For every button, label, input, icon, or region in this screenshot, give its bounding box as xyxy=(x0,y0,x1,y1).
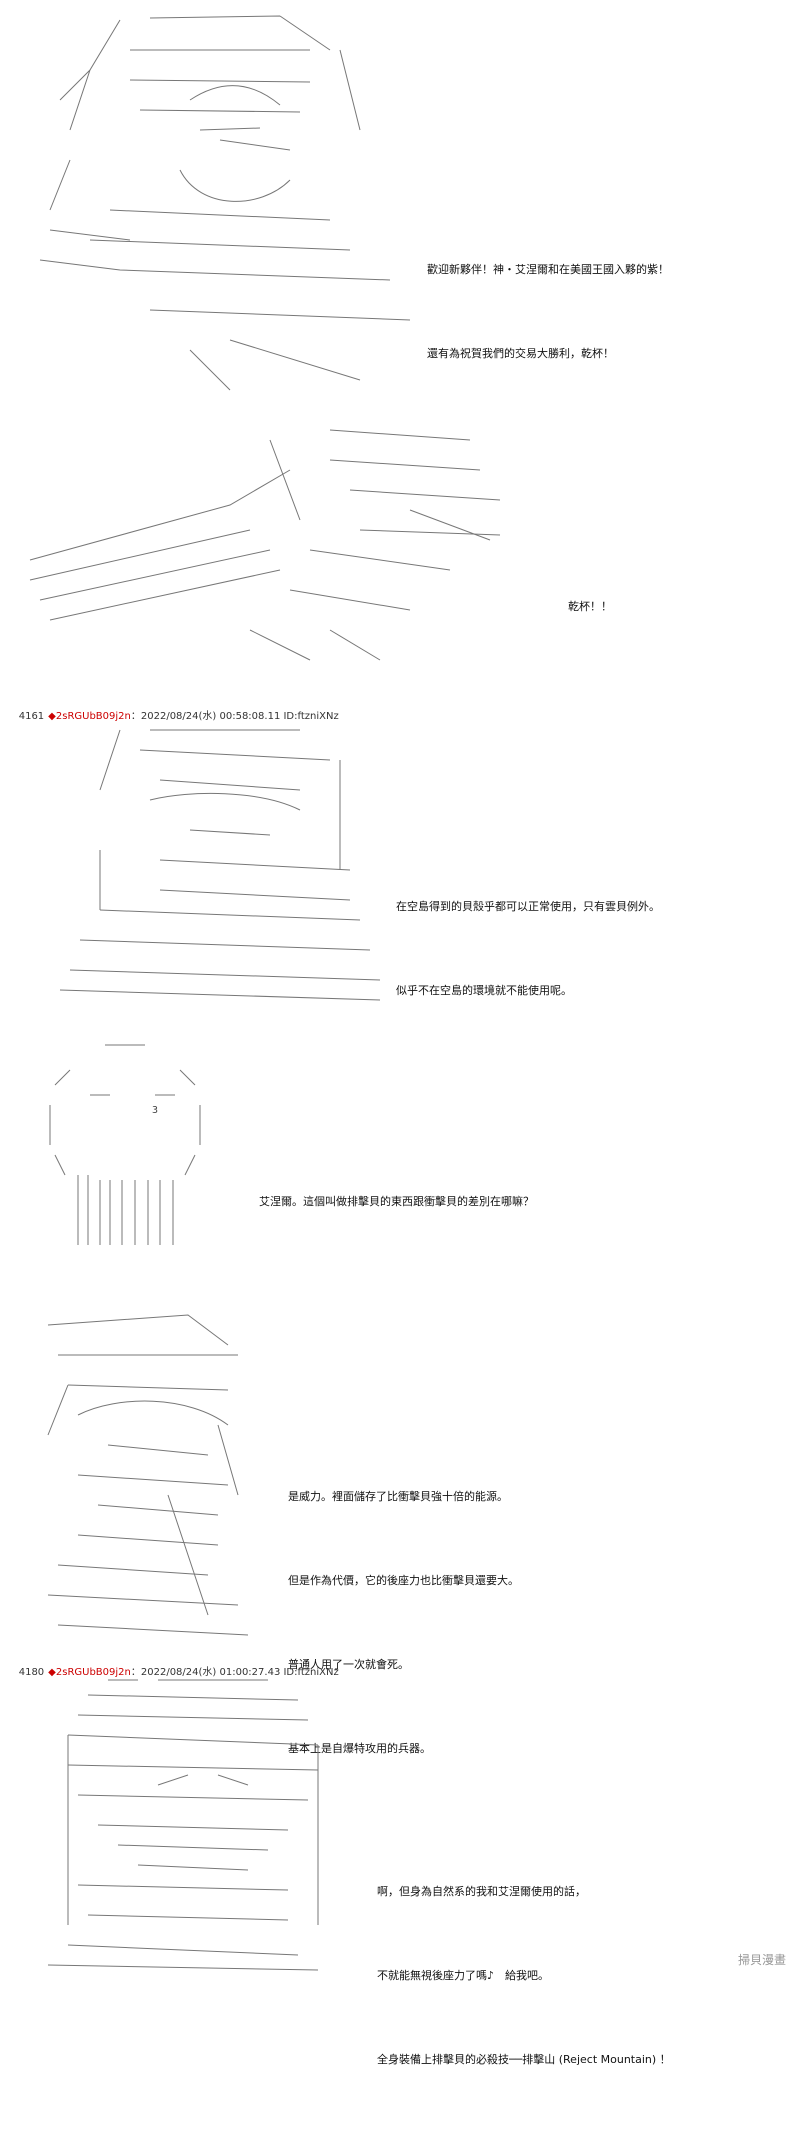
dialogue-line: 在空島得到的貝殼乎都可以正常使用，只有雲貝例外。 xyxy=(396,900,660,913)
panel-2: 乾杯！！ xyxy=(0,400,800,690)
post-number: 4161 xyxy=(18,711,45,722)
trip-mark-icon: ◆ xyxy=(48,1667,56,1678)
post-header-4161: 4161◆2sRGUbB09j2n：2022/08/24(水) 00:58:08… xyxy=(6,696,339,733)
dialogue-line: 但是作為代價，它的後座力也比衝擊貝還要大。 xyxy=(288,1574,519,1587)
post-number: 4180 xyxy=(18,1667,45,1678)
dialogue-panel-2: 乾杯！！ xyxy=(568,537,612,677)
ascii-art-character-closeup xyxy=(47,1679,319,1971)
dialogue-panel-1: 歡迎新夥伴！神・艾涅爾和在美國王國入夥的紫！ 還有為祝賀我們的交易大勝利，乾杯！ xyxy=(427,200,669,424)
dialogue-line: 不就能無視後座力了嗎♪ 給我吧。 xyxy=(377,1969,550,1982)
dialogue-line: 似乎不在空島的環境就不能使用呢。 xyxy=(396,984,572,997)
dialogue-line: 乾杯！！ xyxy=(568,600,612,613)
dialogue-line: 普通人用了一次就會死。 xyxy=(288,1658,409,1671)
poster-name[interactable]: 2sRGUbB09j2n xyxy=(55,1667,131,1678)
dialogue-line: 啊，但身為自然系的我和艾涅爾使用的話， xyxy=(377,1885,586,1898)
panel-4: 3 艾涅爾。這個叫做排擊貝的東西跟衝擊貝的差別在哪嘛？ xyxy=(0,1030,800,1255)
dialogue-line: 歡迎新夥伴！神・艾涅爾和在美國王國入夥的紫！ xyxy=(427,263,669,276)
dialogue-line: 基本上是自爆特攻用的兵器。 xyxy=(288,1742,431,1755)
panel-1: 歡迎新夥伴！神・艾涅爾和在美國王國入夥的紫！ 還有為祝賀我們的交易大勝利，乾杯！ xyxy=(0,0,800,391)
post-header-4180: 4180◆2sRGUbB09j2n：2022/08/24(水) 01:00:27… xyxy=(6,1652,339,1689)
ascii-mark: 3 xyxy=(152,1105,158,1116)
manga-page: 歡迎新夥伴！神・艾涅爾和在美國王國入夥的紫！ 還有為祝賀我們的交易大勝利，乾杯！… xyxy=(0,0,800,2066)
post-meta: ：2022/08/24(水) 00:58:08.11 ID:ftzniXNz xyxy=(130,711,339,722)
ascii-art-simple-face: 3 xyxy=(49,1044,201,1245)
dialogue-panel-5: 是威力。裡面儲存了比衝擊貝強十倍的能源。 但是作為代價，它的後座力也比衝擊貝還要… xyxy=(288,1427,519,1819)
poster-name[interactable]: 2sRGUbB09j2n xyxy=(55,711,131,722)
panel-3: 在空島得到的貝殼乎都可以正常使用，只有雲貝例外。 似乎不在空島的環境就不能使用呢… xyxy=(0,715,800,1015)
panel-5: 是威力。裡面儲存了比衝擊貝強十倍的能源。 但是作為代價，它的後座力也比衝擊貝還要… xyxy=(0,1285,800,1755)
post-meta: ：2022/08/24(水) 01:00:27.43 ID:ftzniXNz xyxy=(130,1667,339,1678)
trip-mark-icon: ◆ xyxy=(48,711,56,722)
ascii-art-toast-scene xyxy=(29,429,501,661)
dialogue-panel-3: 在空島得到的貝殼乎都可以正常使用，只有雲貝例外。 似乎不在空島的環境就不能使用呢… xyxy=(396,837,660,1061)
panel-6: 啊，但身為自然系的我和艾涅爾使用的話， 不就能無視後座力了嗎♪ 給我吧。 全身裝… xyxy=(0,1670,800,2066)
dialogue-panel-6: 啊，但身為自然系的我和艾涅爾使用的話， 不就能無視後座力了嗎♪ 給我吧。 全身裝… xyxy=(377,1822,671,2130)
dialogue-line: 全身裝備上排擊貝的必殺技──排擊山 (Reject Mountain) ！ xyxy=(377,2053,671,2066)
ascii-art-character-group xyxy=(39,15,411,391)
dialogue-line: 還有為祝賀我們的交易大勝利，乾杯！ xyxy=(427,347,614,360)
dialogue-line: 艾涅爾。這個叫做排擊貝的東西跟衝擊貝的差別在哪嘛？ xyxy=(259,1195,534,1208)
watermark: 掃貝漫畫 xyxy=(737,1953,786,1967)
ascii-art-character-standing xyxy=(59,729,381,1001)
dialogue-panel-4: 艾涅爾。這個叫做排擊貝的東西跟衝擊貝的差別在哪嘛？ xyxy=(259,1132,534,1272)
dialogue-line: 是威力。裡面儲存了比衝擊貝強十倍的能源。 xyxy=(288,1490,508,1503)
ascii-art-character-smiling xyxy=(47,1314,249,1636)
